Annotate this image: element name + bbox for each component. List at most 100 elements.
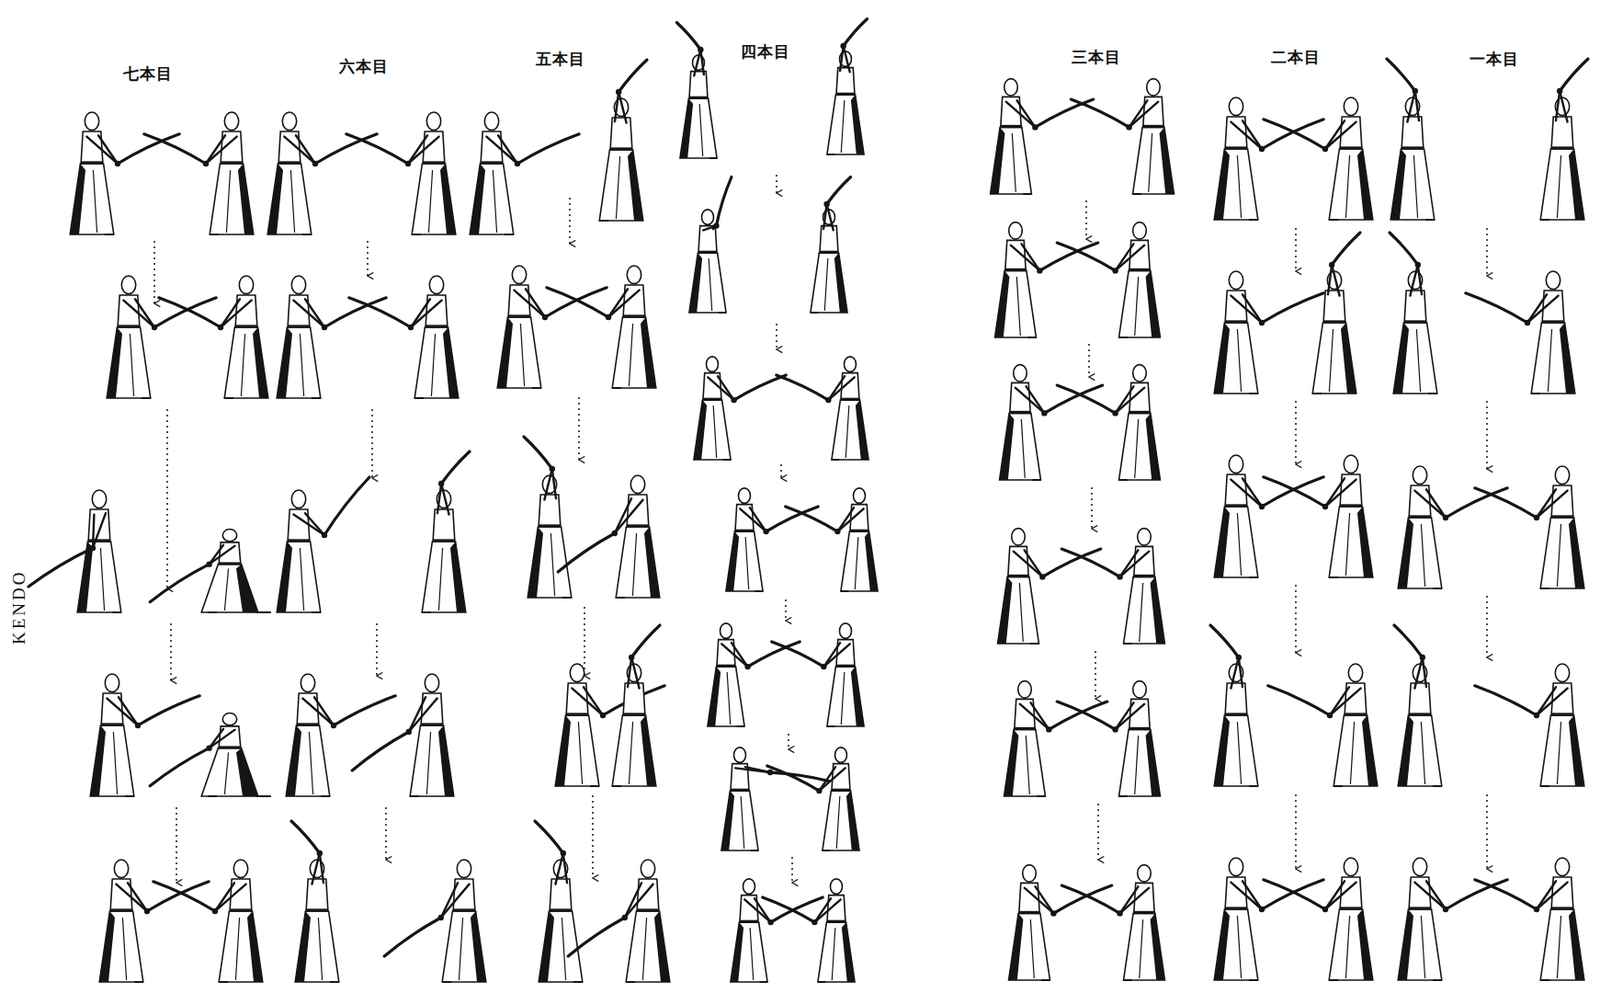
head: [1228, 857, 1243, 876]
hakama-fold: [236, 748, 259, 796]
arm: [92, 512, 106, 548]
sequence-arrow: [775, 323, 778, 350]
arm: [1238, 657, 1243, 687]
belt: [1408, 514, 1431, 518]
belt: [1143, 124, 1164, 128]
belt: [480, 160, 503, 164]
belt: [1019, 910, 1040, 914]
hakama-fold: [726, 531, 739, 591]
hakama-fold: [1390, 148, 1407, 220]
kendoka-figure: [1263, 857, 1374, 980]
bokuto: [1268, 685, 1330, 715]
hakama: [276, 541, 321, 613]
belt: [1404, 319, 1427, 323]
arm: [293, 300, 325, 328]
hakama: [1009, 912, 1051, 980]
arm: [1120, 551, 1150, 578]
hakama-fold: [998, 576, 1013, 644]
hakama-pleat: [1134, 419, 1139, 478]
hakama-fold: [1150, 912, 1166, 980]
kendoka-figure: [557, 475, 660, 598]
foot: [134, 980, 144, 983]
bokuto: [117, 134, 180, 164]
foot: [1428, 392, 1438, 395]
belt: [1408, 906, 1431, 909]
head: [853, 487, 866, 504]
arm: [571, 688, 603, 715]
belt: [819, 250, 839, 254]
belt: [840, 397, 860, 401]
hakama-pleat: [1350, 721, 1354, 784]
foot: [414, 397, 424, 399]
kendoka-figure: [1214, 97, 1324, 220]
kendoka-figure: [555, 663, 665, 786]
hakama-pleat: [428, 170, 432, 233]
belt: [1129, 726, 1150, 730]
hakama-pleat: [113, 731, 117, 795]
hakama: [106, 327, 151, 398]
sequence-arrow: [791, 856, 794, 883]
hakama-fold: [990, 126, 1006, 194]
bokuto: [517, 134, 579, 164]
hakama-fold: [851, 94, 864, 155]
hands: [1041, 409, 1047, 416]
foot: [590, 784, 600, 787]
hakama: [612, 317, 657, 388]
arm: [1115, 245, 1146, 272]
belt: [218, 561, 241, 565]
hakama: [1333, 714, 1378, 786]
arm: [486, 136, 518, 164]
bokuto: [1048, 701, 1107, 729]
foot: [562, 596, 572, 599]
hakama-pleat: [1030, 919, 1034, 978]
foot: [255, 611, 272, 613]
kata-heading: 五本目: [535, 48, 586, 70]
hands: [615, 89, 622, 95]
hakama-fold: [469, 163, 486, 235]
hakama-fold: [864, 531, 878, 591]
hakama: [414, 327, 459, 398]
kendoka-figure: [767, 747, 860, 851]
hands: [406, 728, 412, 735]
kendoka-figure: [285, 673, 396, 796]
foot: [573, 980, 583, 983]
hakama: [1214, 714, 1259, 786]
arm: [441, 884, 470, 918]
kata-heading: 一本目: [1469, 48, 1520, 70]
sequence-arrow: [1294, 227, 1297, 272]
bokuto: [734, 374, 787, 400]
sequence-arrow: [375, 623, 378, 676]
keikogi: [549, 878, 572, 911]
hakama: [527, 526, 572, 598]
kendoka-figure: [1070, 79, 1174, 194]
kata-heading: 七本目: [123, 63, 173, 85]
belt: [218, 745, 241, 749]
hands: [212, 907, 218, 914]
head: [835, 747, 848, 763]
kendoka-figure: [990, 79, 1094, 194]
bokuto: [324, 297, 386, 328]
arm: [1536, 490, 1568, 518]
kendoka-figure: [1263, 97, 1374, 220]
kendoka-figure: [999, 364, 1103, 480]
belt: [1542, 319, 1565, 323]
bokuto: [1445, 487, 1508, 518]
arm: [707, 376, 734, 400]
hakama: [599, 149, 644, 221]
kendoka-figure: [776, 356, 869, 460]
foot: [311, 397, 321, 399]
belt: [831, 788, 851, 792]
kendoka-figure: [267, 112, 377, 235]
kendoka-figure: [149, 529, 272, 613]
hakama-pleat: [1236, 329, 1241, 392]
hakama: [224, 327, 269, 398]
head: [104, 673, 119, 693]
hands: [839, 43, 846, 49]
head: [734, 747, 747, 763]
foot: [104, 233, 114, 236]
hakama-fold: [707, 666, 721, 727]
kendoka-figure: [599, 59, 647, 221]
kendoka-figure: [1056, 364, 1160, 480]
hands: [1442, 906, 1449, 912]
foot: [1531, 392, 1541, 395]
